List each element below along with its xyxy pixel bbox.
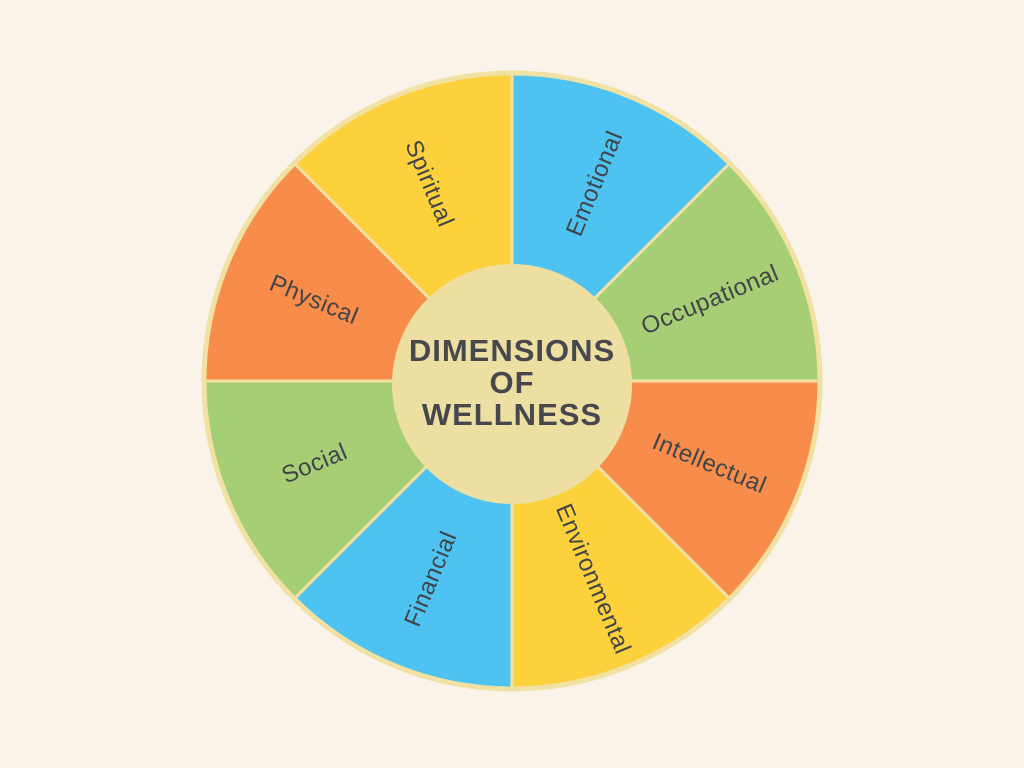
wheel-title-line-2: OF [489, 365, 534, 400]
wheel-title-line-3: WELLNESS [422, 397, 602, 432]
wheel-outer-ring [201, 70, 823, 692]
wheel-hub [392, 264, 632, 504]
wheel-title-line-1: DIMENSIONS [409, 333, 615, 368]
